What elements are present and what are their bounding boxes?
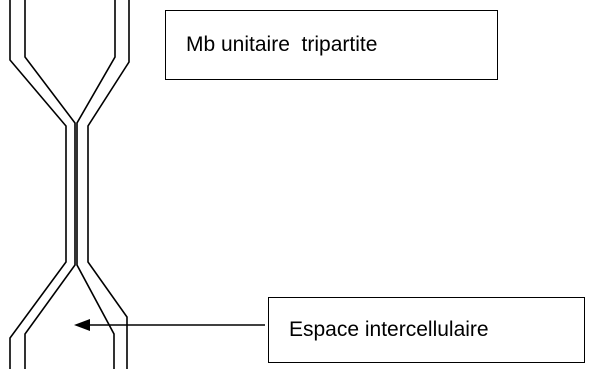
pointer-arrow-head [74, 319, 90, 331]
right-membrane-inner [76, 0, 116, 369]
left-membrane-inner [24, 0, 76, 369]
right-membrane-outer [87, 0, 130, 369]
left-membrane-outer [9, 0, 67, 369]
label-espace-intercellulaire-text: Espace intercellulaire [289, 318, 489, 341]
label-mb-unitaire-text: Mb unitaire tripartite [186, 33, 378, 56]
label-espace-intercellulaire-box: Espace intercellulaire [268, 297, 585, 363]
label-mb-unitaire-box: Mb unitaire tripartite [165, 10, 498, 80]
